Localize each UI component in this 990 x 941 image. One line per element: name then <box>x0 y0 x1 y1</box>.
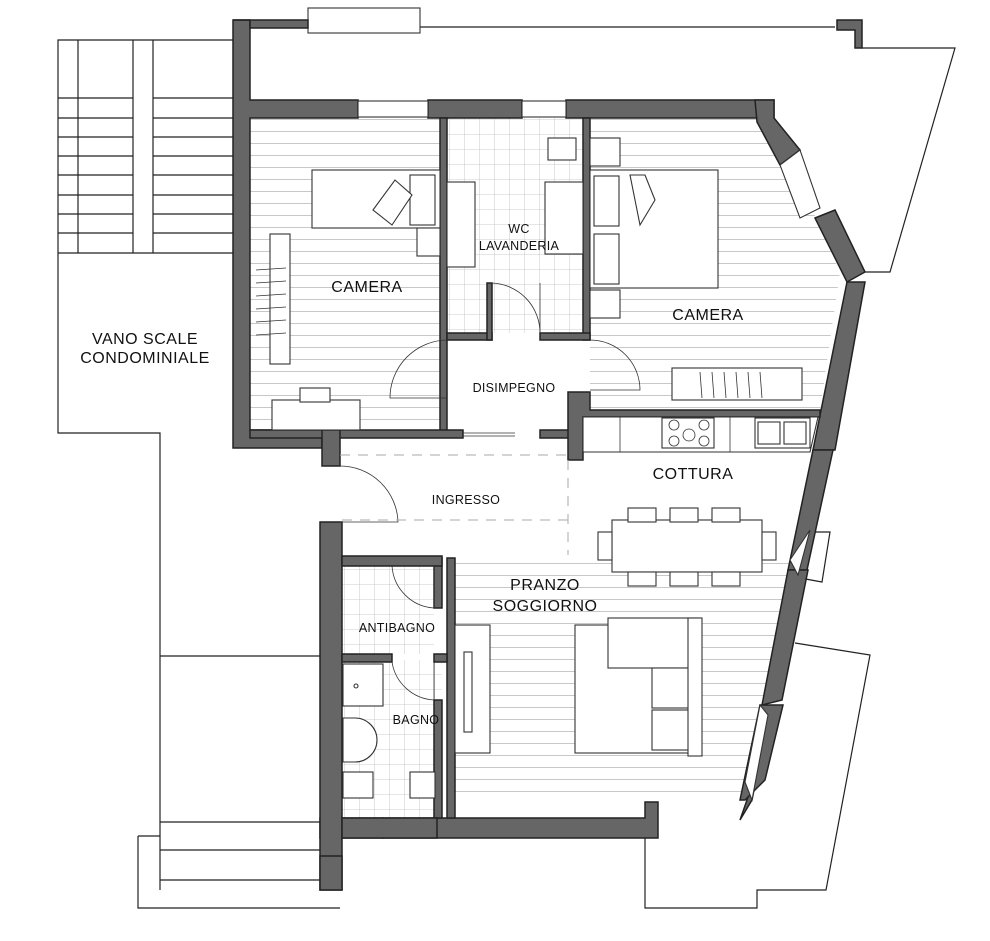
wardrobe-left <box>269 233 291 365</box>
windows <box>357 100 821 802</box>
washer-counter <box>446 181 476 268</box>
desk-left <box>271 399 361 431</box>
dashed-lines <box>340 454 570 555</box>
dining-table <box>597 507 777 587</box>
label-stairs-1: VANO SCALE <box>92 331 198 348</box>
label-camera-right: CAMERA <box>672 307 743 324</box>
label-disimpegno: DISIMPEGNO <box>473 381 556 395</box>
fixtures-wc <box>446 137 584 268</box>
label-bagno: BAGNO <box>393 713 440 727</box>
fixtures-bagno <box>342 663 436 799</box>
floor-antibagno <box>342 566 434 654</box>
label-camera-left: CAMERA <box>331 279 402 296</box>
shelf-wc <box>544 181 584 255</box>
label-stairs-2: CONDOMINIALE <box>80 350 210 367</box>
shower <box>342 663 384 707</box>
label-wc: WC <box>508 222 529 236</box>
toilet <box>409 771 436 799</box>
nightstand-left <box>416 227 441 257</box>
label-pranzo: PRANZO <box>510 577 580 594</box>
balconies <box>250 7 956 909</box>
label-ingresso: INGRESSO <box>432 493 500 507</box>
room-labels: VANO SCALE CONDOMINIALE CAMERA WC LAVAND… <box>80 222 743 727</box>
window-top <box>307 7 421 34</box>
sofa <box>574 617 703 757</box>
furniture-camera-right <box>589 137 803 401</box>
walls <box>232 19 866 891</box>
nightstand-right-bottom <box>589 289 621 319</box>
label-lavanderia: LAVANDERIA <box>479 239 560 253</box>
bidet <box>342 771 374 799</box>
washbasin <box>342 717 378 763</box>
nightstand-right-top <box>589 137 621 167</box>
kitchen-counter <box>582 416 819 453</box>
label-antibagno: ANTIBAGNO <box>359 621 435 635</box>
doors <box>339 282 641 701</box>
sink-wc <box>547 137 577 161</box>
cooktop <box>661 417 715 449</box>
tv-cabinet <box>454 624 491 754</box>
furniture-camera-left <box>255 169 441 431</box>
stairwell <box>57 39 340 909</box>
wardrobe-right <box>671 367 803 401</box>
label-soggiorno: SOGGIORNO <box>493 598 598 615</box>
label-cottura: COTTURA <box>653 466 734 483</box>
